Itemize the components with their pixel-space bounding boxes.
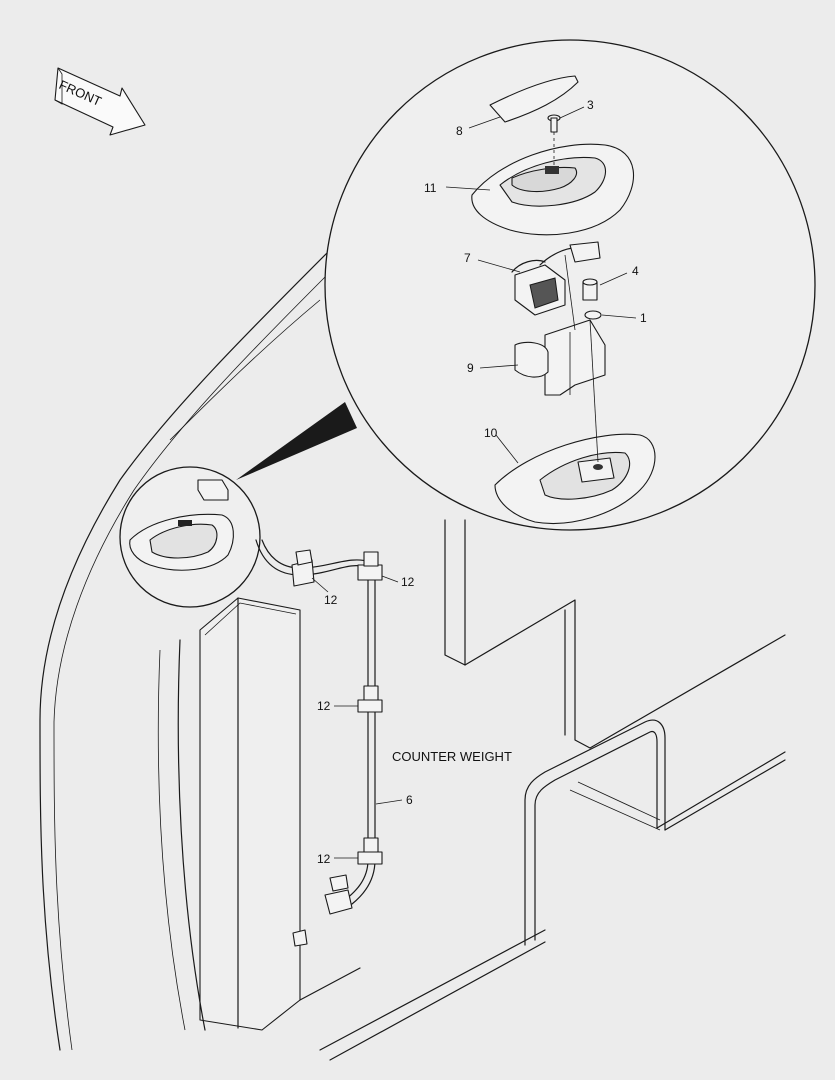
callout-labels: 8 3 11 7 4 1 9 10 12 12 12 6 12 (317, 98, 647, 866)
detail-pointer (236, 402, 357, 480)
part-6-wire-harness (255, 539, 383, 915)
callout-8: 8 (456, 124, 463, 138)
callout-3: 3 (587, 98, 594, 112)
callout-12-c: 12 (317, 699, 331, 713)
harness-connector (324, 874, 353, 915)
part-7-lamp-assembly (511, 241, 601, 316)
part-9-bracket (514, 319, 606, 396)
machine-body-outline (39, 249, 786, 1061)
part-8-decal (489, 75, 579, 123)
callout-9: 9 (467, 361, 474, 375)
part-11-lamp-cover (471, 143, 635, 236)
clamp-12-d (357, 837, 383, 865)
leader-lines (311, 106, 637, 859)
clamp-12-c (357, 685, 383, 713)
clamp-12-b (357, 551, 383, 581)
counterweight-label: COUNTER WEIGHT (392, 749, 512, 764)
callout-6: 6 (406, 793, 413, 807)
callout-10: 10 (484, 426, 498, 440)
mounting-stud (292, 929, 308, 947)
part-10-base (494, 433, 656, 524)
part-4-bolt (582, 278, 598, 301)
callout-11: 11 (424, 181, 437, 195)
callout-12-b: 12 (401, 575, 415, 589)
clamp-12-a (291, 549, 315, 587)
detail-magnified-circle (324, 39, 816, 531)
callout-12-d: 12 (317, 852, 331, 866)
inset-detail-circle (119, 466, 261, 608)
callout-4: 4 (632, 264, 639, 278)
callout-1: 1 (640, 311, 647, 325)
part-1-washer (584, 310, 602, 320)
front-arrow: FRONT (54, 67, 146, 136)
callout-7: 7 (464, 251, 471, 265)
callout-12-a: 12 (324, 593, 338, 607)
